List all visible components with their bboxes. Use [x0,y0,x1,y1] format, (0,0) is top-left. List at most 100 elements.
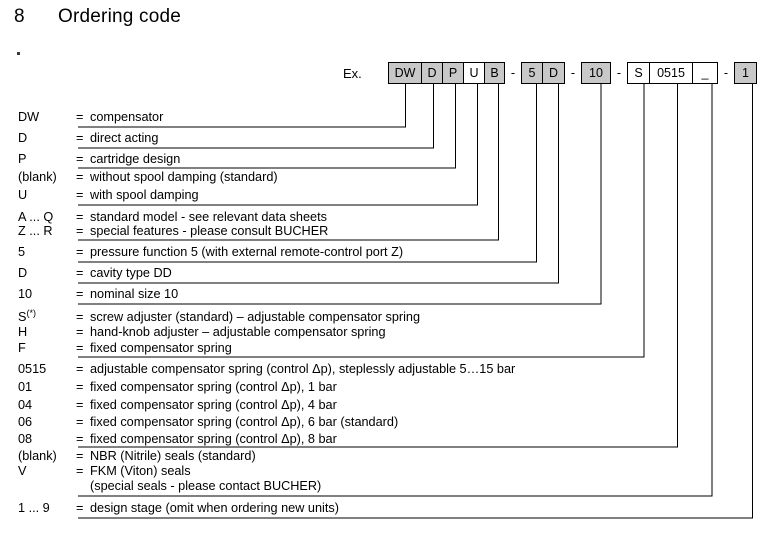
code-cell-d: D [543,63,564,83]
footnote-marker: (*) [26,307,36,318]
legend-key: 1 ... 9 [18,501,50,515]
legend-row: D=direct acting [18,131,158,148]
legend-value: compensator [90,110,164,124]
legend-key: F [18,341,26,355]
legend-equals: = [76,210,84,224]
legend-key: 04 [18,398,33,412]
section-number: 8 [14,6,25,27]
legend-equals: = [76,449,84,463]
legend-value: fixed compensator spring [90,341,232,355]
legend-key: (blank) [18,170,57,184]
legend-row: 04 = fixed compensator spring (control Δp)… [18,398,337,415]
legend-value: fixed compensator spring (control Δp), 4… [90,398,337,412]
legend-row: H = hand-knob adjuster – adjustable compen… [18,325,386,342]
legend-row: 0515=adjustable compensator spring (cont… [18,362,515,379]
legend-row: DW=compensator [18,110,163,127]
legend-equals: = [76,310,84,324]
legend-row: F = fixed compensator spring [18,341,232,358]
legend-value: adjustable compensator spring (control Δ… [90,362,516,376]
legend-equals: = [76,341,84,355]
code-cell-dw: DW [389,63,422,83]
legend-equals: = [76,266,84,280]
code-group: 1 [734,62,757,84]
code-cell-10: 10 [582,63,610,83]
legend-row: 5=pressure function 5 (with external rem… [18,245,403,262]
code-group: 10 [581,62,611,84]
tick-mark [17,52,20,55]
code-cell-5: 5 [522,63,543,83]
code-cell-d: D [422,63,443,83]
legend-key: D [18,266,28,280]
code-cell-: _ [693,63,717,83]
legend-key: A ... Q [18,210,54,224]
legend-value: fixed compensator spring (control Δp), 8… [90,432,337,446]
legend-row: 10 = nominal size 10 [18,287,178,304]
legend-key: 06 [18,415,33,429]
legend-equals: = [76,464,84,478]
legend-value: screw adjuster (standard) – adjustable c… [90,310,421,324]
legend-key: DW [18,110,40,124]
legend-equals: = [76,170,84,184]
legend-row: 06 = fixed compensator spring (control Δp)… [18,415,398,432]
code-cell-b: B [485,63,504,83]
legend-value: direct acting [90,131,159,145]
legend-key: H [18,325,28,339]
legend-value: fixed compensator spring (control Δp), 6… [90,415,399,429]
legend-value: (special seals - please contact BUCHER) [90,479,322,493]
legend-equals: = [76,415,84,429]
code-cell-u: U [464,63,485,83]
legend-value: FKM (Viton) seals [90,464,191,478]
legend-value: fixed compensator spring (control Δp), 1… [90,380,337,394]
legend-row: A ... Q = standard model - see relevant da… [18,210,327,227]
legend-key: (blank) [18,449,57,463]
legend-key: 08 [18,432,33,446]
legend-row: (special seals - please contact BUCHER) [18,479,321,496]
legend-key: S(*) [18,307,36,324]
legend-key: 01 [18,380,33,394]
page-title: 8 Ordering code [14,6,181,28]
legend-equals: = [76,287,84,301]
code-separator: - [723,66,729,80]
legend-value: without spool damping (standard) [90,170,278,184]
legend-equals: = [76,245,84,259]
legend-value: cavity type DD [90,266,172,280]
section-title: Ordering code [58,6,182,27]
code-separator: - [616,66,622,80]
code-separator: - [510,66,516,80]
legend-value: nominal size 10 [90,287,179,301]
legend-key: 10 [18,287,33,301]
legend-equals: = [76,325,84,339]
legend-row: D = cavity type DD [18,266,172,283]
code-cell-0515: 0515 [650,63,693,83]
legend-equals: = [76,432,84,446]
legend-equals: = [76,224,84,238]
legend-value: design stage (omit when ordering new uni… [90,501,339,515]
legend-value: with spool damping [90,188,199,202]
legend-row: 1 ... 9 = design stage (omit when ordering… [18,501,339,518]
code-cell-1: 1 [735,63,756,83]
legend-equals: = [76,188,84,202]
legend-value: NBR (Nitrile) seals (standard) [90,449,256,463]
legend-row: U=with spool damping [18,188,199,205]
legend-equals: = [76,501,84,515]
legend-row: (blank) = NBR (Nitrile) seals (standard) [18,449,256,466]
legend-row: P=cartridge design [18,152,180,169]
legend-value: special features - please consult BUCHER [90,224,329,238]
legend-equals: = [76,398,84,412]
legend-value: hand-knob adjuster – adjustable compensa… [90,325,386,339]
legend-row: 01 = fixed compensator spring (control Δp)… [18,380,337,397]
legend-value: cartridge design [90,152,181,166]
code-cell-s: S [628,63,650,83]
legend-value: standard model - see relevant data sheet… [90,210,327,224]
example-label: Ex. [343,66,362,81]
legend-row: S(*) = screw adjuster (standard) – adjusta… [18,307,421,327]
legend-equals: = [76,380,84,394]
legend-key: D [18,131,28,145]
legend-row: V = FKM (Viton) seals [18,464,191,481]
legend-key: V [18,464,27,478]
